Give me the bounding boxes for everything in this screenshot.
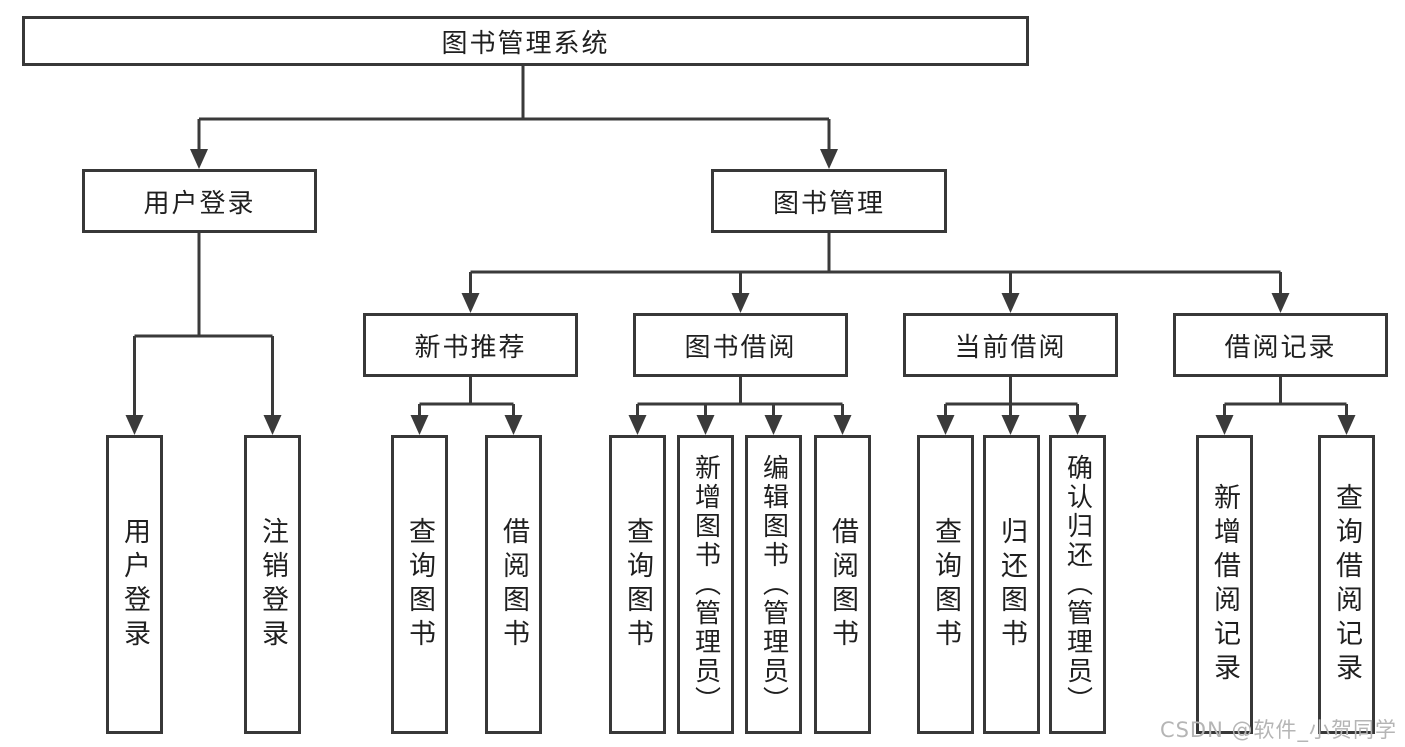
node-label: 借阅记录: [1224, 332, 1337, 363]
leaf-label: 确认归还（管理员）: [1062, 454, 1093, 715]
node-label: 新书推荐: [414, 332, 527, 363]
leaf-edit-book-admin: 编辑图书（管理员）: [745, 435, 802, 734]
node-label: 当前借阅: [954, 332, 1067, 363]
node-label: 图书管理: [772, 188, 885, 219]
leaf-label: 编辑图书（管理员）: [758, 454, 789, 715]
leaf-label: 查询图书: [930, 516, 961, 653]
leaf-return-books: 归还图书: [983, 435, 1040, 734]
leaf-label: 归还图书: [996, 516, 1027, 653]
csdn-watermark: CSDN @软件_小贺同学: [1159, 718, 1397, 742]
leaf-logout: 注销登录: [244, 435, 301, 734]
leaf-borrow-books-2: 借阅图书: [814, 435, 871, 734]
leaf-confirm-return-admin: 确认归还（管理员）: [1049, 435, 1106, 734]
leaf-label: 查询借阅记录: [1331, 482, 1362, 687]
leaf-label: 借阅图书: [827, 516, 858, 653]
node-label: 图书借阅: [684, 332, 797, 363]
leaf-query-books-2: 查询图书: [609, 435, 666, 734]
leaf-label: 新增借阅记录: [1209, 482, 1240, 687]
leaf-label: 用户登录: [119, 516, 150, 653]
arrowheads: [125, 149, 1356, 435]
leaf-label: 查询图书: [622, 516, 653, 653]
leaf-user-login: 用户登录: [106, 435, 163, 734]
node-borrowing-records: 借阅记录: [1173, 313, 1388, 377]
leaf-add-book-admin: 新增图书（管理员）: [677, 435, 734, 734]
leaf-label: 借阅图书: [498, 516, 529, 653]
node-label: 用户登录: [143, 188, 256, 219]
leaf-label: 注销登录: [257, 516, 288, 653]
leaf-query-books-3: 查询图书: [917, 435, 974, 734]
node-library-management-system: 图书管理系统: [22, 16, 1029, 66]
leaf-add-borrow-record: 新增借阅记录: [1196, 435, 1253, 734]
node-book-management: 图书管理: [711, 169, 947, 233]
node-book-borrowing: 图书借阅: [633, 313, 848, 377]
node-label: 图书管理系统: [441, 28, 610, 59]
leaf-borrow-books: 借阅图书: [485, 435, 542, 734]
leaf-label: 新增图书（管理员）: [690, 454, 721, 715]
leaf-label: 查询图书: [404, 516, 435, 653]
leaf-query-books: 查询图书: [391, 435, 448, 734]
node-user-login: 用户登录: [82, 169, 317, 233]
node-new-book-recommend: 新书推荐: [363, 313, 578, 377]
node-current-borrowing: 当前借阅: [903, 313, 1118, 377]
leaf-query-borrow-record: 查询借阅记录: [1318, 435, 1375, 734]
